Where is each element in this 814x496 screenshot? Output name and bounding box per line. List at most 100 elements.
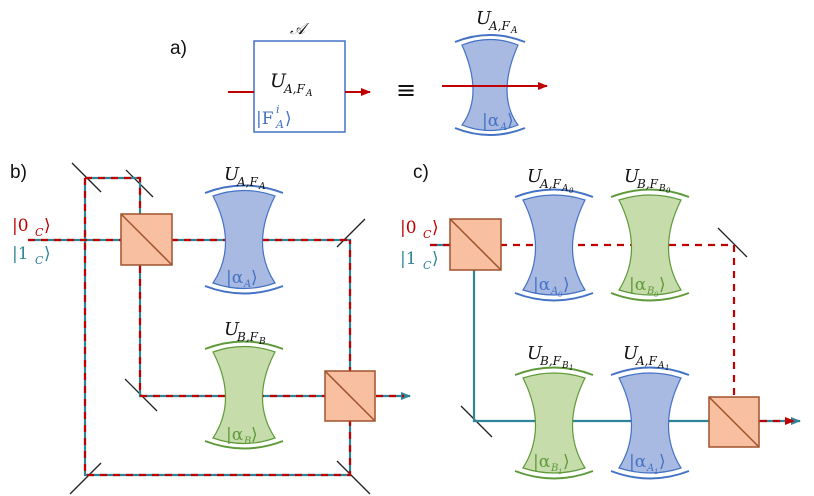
panel-a-label: a) [170,38,187,59]
panel-c-cavity-a1-state: |α A 1 ⟩ [629,452,666,476]
svg-text:i: i [276,103,280,116]
svg-text:0: 0 [569,187,574,195]
svg-text:⟩: ⟩ [563,275,570,295]
svg-text:|α: |α [533,452,551,472]
svg-text:A: A [305,89,313,99]
svg-text:C: C [35,254,44,267]
panel-c-ket-zero: |0 C ⟩ [400,218,439,241]
svg-text:0: 0 [666,187,671,195]
panel-c-beamsplitter-1 [449,218,502,271]
svg-text:|F: |F [256,109,274,129]
svg-text:1: 1 [558,468,562,476]
svg-text:U: U [527,343,543,364]
svg-text:A: A [275,118,284,131]
svg-text:⟩: ⟩ [285,109,292,129]
panel-b-ket-zero: |0 C ⟩ [12,216,51,239]
svg-text:|α: |α [533,275,551,295]
svg-text:⟩: ⟩ [44,216,51,236]
svg-text:B: B [243,436,251,447]
svg-text:A: A [499,122,507,133]
svg-text:⟩: ⟩ [659,452,666,472]
svg-text:U: U [224,319,240,340]
svg-text:|1: |1 [12,244,29,264]
panel-b-beamsplitter-2 [324,370,376,422]
svg-text:B: B [550,463,558,474]
svg-text:|0: |0 [12,216,29,236]
svg-text:|1: |1 [400,249,417,269]
svg-text:B: B [258,337,266,347]
svg-text:A,F: A,F [539,177,561,191]
svg-text:|α: |α [226,268,244,288]
svg-text:A: A [550,286,558,297]
svg-text:U: U [623,343,639,364]
panel-b-ket-one: |1 C ⟩ [12,244,51,267]
svg-text:|α: |α [226,425,244,445]
cavity-a-state: |α A ⟩ [482,111,514,133]
panel-c-cavity-a0-state: |α A 0 ⟩ [533,275,570,299]
svg-text:⟩: ⟩ [251,425,258,445]
panel-b-cavity-a-operator: U A,F A [224,164,266,192]
svg-text:A: A [243,279,251,290]
svg-text:⟩: ⟩ [432,249,439,269]
svg-text:A,F: A,F [236,175,258,189]
svg-text:A,F: A,F [488,19,510,33]
box-state-label: |F i A ⟩ [256,103,292,131]
panel-c-cavity-b0-state: |α B 0 ⟩ [629,275,666,299]
panel-c-cavity-a1 [610,366,690,480]
box-operator-label: U A,F A [270,70,313,99]
panel-c-ket-one: |1 C ⟩ [400,249,439,272]
svg-text:|0: |0 [400,218,417,238]
svg-text:⟩: ⟩ [507,111,514,131]
panel-b-beamsplitter-1 [120,213,173,266]
panel-c-mirrors [460,227,748,438]
svg-text:B: B [658,184,666,194]
panel-c-cavity-a1-operator: U A,F A 1 [623,343,669,372]
svg-text:U: U [270,70,287,92]
svg-text:|α: |α [629,452,647,472]
svg-text:0: 0 [558,291,563,299]
svg-text:1: 1 [665,364,669,372]
panel-c-cavity-a0-operator: U A,F A 0 [527,166,574,195]
svg-text:1: 1 [654,468,658,476]
panel-b-label: b) [10,162,27,183]
svg-text:|α: |α [629,275,647,295]
box-script-a-label: 𝒜 [290,19,310,38]
equivalence-symbol: ≡ [396,76,416,104]
svg-text:A: A [561,184,569,194]
svg-text:0: 0 [654,291,659,299]
panel-c-cavity-b1 [514,366,594,480]
panel-c-beams [430,243,801,425]
panel-c-cavity-b0 [610,188,690,302]
svg-text:C: C [35,226,44,239]
svg-text:A,F: A,F [635,354,657,368]
svg-text:⟩: ⟩ [659,275,666,295]
svg-text:B,F: B,F [236,330,259,344]
panel-b-cavity-a-state: |α A ⟩ [226,268,258,290]
svg-text:⟩: ⟩ [432,218,439,238]
panel-c-beamsplitter-2 [708,396,760,448]
svg-text:B: B [646,286,654,297]
unitary-box [253,40,346,133]
svg-text:B,F: B,F [636,177,659,191]
svg-text:U: U [527,166,543,187]
svg-text:⟩: ⟩ [44,244,51,264]
panel-b-cavity-a [204,184,284,295]
svg-text:U: U [224,164,240,185]
panel-b-cavity-b-operator: U B,F B [224,319,266,347]
svg-text:A: A [646,463,654,474]
svg-text:A: A [510,26,518,36]
svg-text:U: U [624,166,640,187]
svg-text:|α: |α [482,111,500,131]
panel-c-cavity-b1-operator: U B,F B 1 [527,343,573,372]
panel-c-cavity-b0-operator: U B,F B 0 [624,166,671,195]
panel-b-cavity-b [204,340,284,450]
svg-text:C: C [423,228,432,241]
svg-text:⟩: ⟩ [251,268,258,288]
svg-text:U: U [476,8,492,29]
panel-c-label: c) [413,162,429,183]
svg-text:B,F: B,F [539,354,562,368]
cavity-a-operator: U A,F A [476,8,518,36]
panel-c-cavity-a0 [514,188,594,302]
panel-c-cavity-b1-state: |α B 1 ⟩ [533,452,570,476]
